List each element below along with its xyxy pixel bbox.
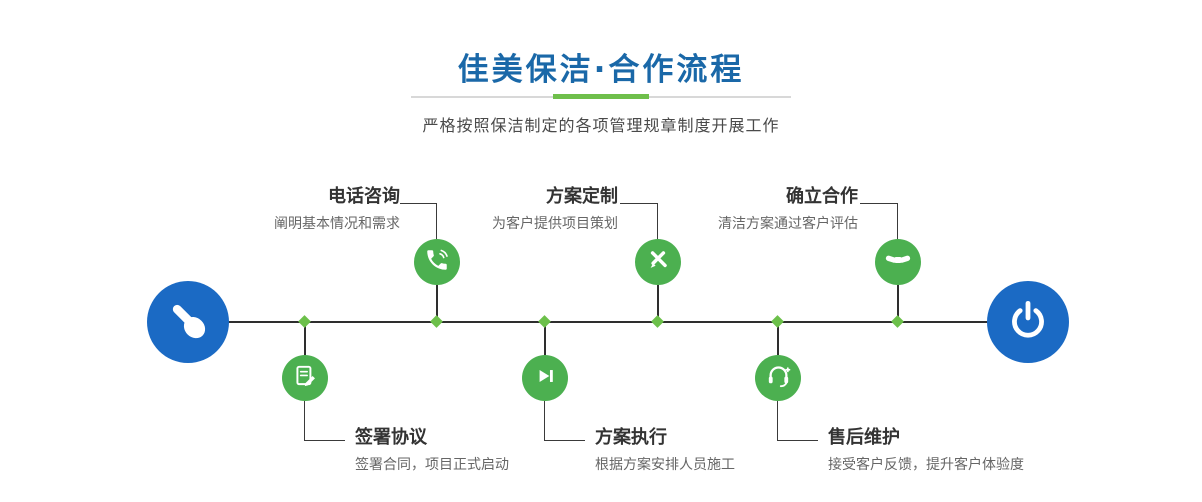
step-title: 电话咨询 (328, 186, 400, 207)
step-desc: 根据方案安排人员施工 (595, 457, 735, 473)
diamond-marker (538, 315, 551, 328)
step-connector (400, 203, 437, 204)
step-desc: 签署合同，项目正式启动 (355, 457, 509, 473)
step-connector (304, 401, 305, 441)
step-circle-execute (522, 355, 568, 401)
step-circle-design (635, 239, 681, 285)
diamond-marker (298, 315, 311, 328)
step-stem (436, 285, 438, 321)
step-desc: 为客户提供项目策划 (492, 216, 618, 232)
timeline-main-line (188, 321, 1028, 323)
step-connector (657, 203, 658, 239)
step-connector (778, 440, 818, 441)
step-connector (544, 401, 545, 441)
step-desc: 阐明基本情况和需求 (274, 216, 400, 232)
contract-icon (292, 363, 318, 393)
step-connector (436, 203, 437, 239)
page-title: 佳美保洁·合作流程 (457, 52, 745, 88)
step-stem (777, 323, 779, 355)
diamond-marker (771, 315, 784, 328)
step-stem (897, 285, 899, 321)
step-connector (860, 203, 898, 204)
step-connector (305, 440, 345, 441)
step-circle-contract (282, 355, 328, 401)
step-desc: 清洁方案通过客户评估 (718, 216, 858, 232)
title-divider-accent (553, 94, 649, 99)
diamond-marker (891, 315, 904, 328)
pencil-tools-icon (645, 247, 671, 277)
step-stem (304, 323, 306, 355)
step-label-phone: 电话咨询 阐明基本情况和需求 (274, 186, 400, 233)
step-title: 确立合作 (786, 186, 858, 207)
timeline-end-circle (987, 281, 1069, 363)
step-label-execute: 方案执行 根据方案安排人员施工 (595, 427, 735, 474)
step-connector (897, 203, 898, 239)
diamond-marker (430, 315, 443, 328)
step-title: 方案执行 (595, 427, 667, 448)
diamond-marker (651, 315, 664, 328)
headset-icon (765, 363, 792, 394)
step-stem (657, 285, 659, 321)
step-desc: 接受客户反馈，提升客户体验度 (828, 457, 1024, 473)
phone-icon (424, 247, 450, 277)
step-stem (544, 323, 546, 355)
step-title: 方案定制 (546, 186, 618, 207)
page-subtitle: 严格按照保洁制定的各项管理规章制度开展工作 (422, 116, 780, 135)
timeline-start-circle (147, 281, 229, 363)
step-label-design: 方案定制 为客户提供项目策划 (492, 186, 618, 233)
power-icon (1003, 295, 1053, 349)
step-connector (777, 401, 778, 441)
step-circle-support (755, 355, 801, 401)
step-title: 售后维护 (828, 427, 900, 448)
step-connector (545, 440, 585, 441)
step-title: 签署协议 (355, 427, 427, 448)
pointer-hand-icon (162, 294, 214, 350)
step-label-support: 售后维护 接受客户反馈，提升客户体验度 (828, 427, 1024, 474)
handshake-icon (884, 246, 912, 278)
step-connector (620, 203, 658, 204)
step-label-cooperation: 确立合作 清洁方案通过客户评估 (718, 186, 858, 233)
play-icon (532, 363, 558, 393)
step-label-contract: 签署协议 签署合同，项目正式启动 (355, 427, 509, 474)
step-circle-phone (414, 239, 460, 285)
step-circle-cooperation (875, 239, 921, 285)
